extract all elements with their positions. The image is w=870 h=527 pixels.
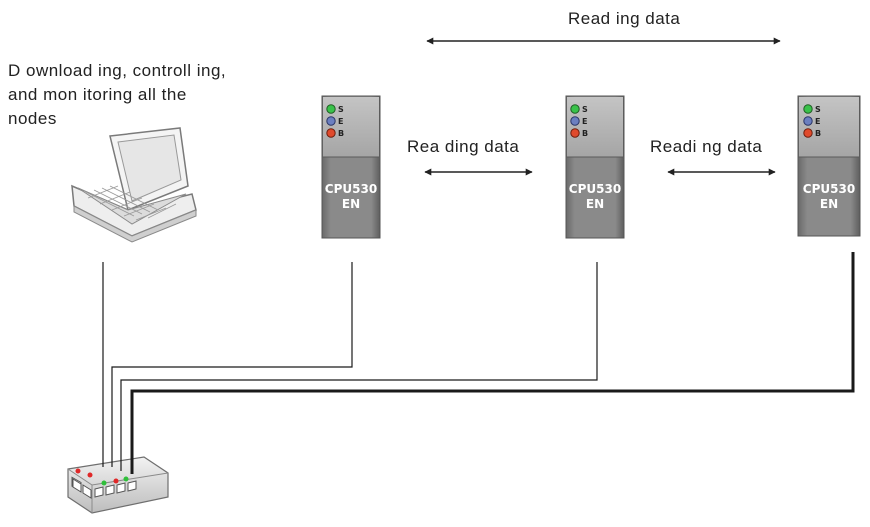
reading-data-label-left: Rea ding data	[407, 137, 520, 156]
led-s-label: S	[815, 105, 821, 114]
cpu-suffix-label: EN	[820, 197, 838, 211]
cpu-module-1: S E B CPU530 EN	[321, 95, 381, 239]
led-b-label: B	[582, 129, 588, 138]
led-b-icon	[326, 128, 336, 138]
led-b-label: B	[338, 129, 344, 138]
cpu-model-label: CPU530	[325, 182, 377, 196]
cable-cpu-1	[111, 262, 353, 467]
laptop-icon	[71, 127, 197, 243]
led-e-label: E	[582, 117, 587, 126]
ethernet-switch-icon	[67, 456, 169, 514]
led-e-label: E	[815, 117, 820, 126]
led-e-icon	[803, 116, 813, 126]
laptop-caption-line-2: and mon itoring all the	[8, 85, 187, 104]
cpu-suffix-label: EN	[586, 197, 604, 211]
cpu-module-3: S E B CPU530 EN	[797, 95, 861, 237]
led-s-label: S	[582, 105, 588, 114]
led-e-label: E	[338, 117, 343, 126]
led-e-icon	[570, 116, 580, 126]
reading-data-label-right: Readi ng data	[650, 137, 763, 156]
led-b-label: B	[815, 129, 821, 138]
led-b-icon	[570, 128, 580, 138]
led-s-label: S	[338, 105, 344, 114]
cable-cpu-2	[120, 262, 598, 471]
led-s-icon	[803, 104, 813, 114]
laptop-caption: D ownload ing, controll ing, and mon ito…	[8, 59, 298, 131]
reading-data-label-top: Read ing data	[568, 9, 681, 28]
led-e-icon	[326, 116, 336, 126]
cpu-module-2: S E B CPU530 EN	[565, 95, 625, 239]
laptop-caption-line-3: nodes	[8, 109, 57, 128]
cpu-model-label: CPU530	[803, 182, 855, 196]
led-s-icon	[570, 104, 580, 114]
led-s-icon	[326, 104, 336, 114]
laptop-caption-line-1: D ownload ing, controll ing,	[8, 61, 227, 80]
network-cables	[102, 252, 855, 474]
cpu-model-label: CPU530	[569, 182, 621, 196]
cable-cpu-3	[130, 252, 855, 474]
cpu-suffix-label: EN	[342, 197, 360, 211]
led-b-icon	[803, 128, 813, 138]
